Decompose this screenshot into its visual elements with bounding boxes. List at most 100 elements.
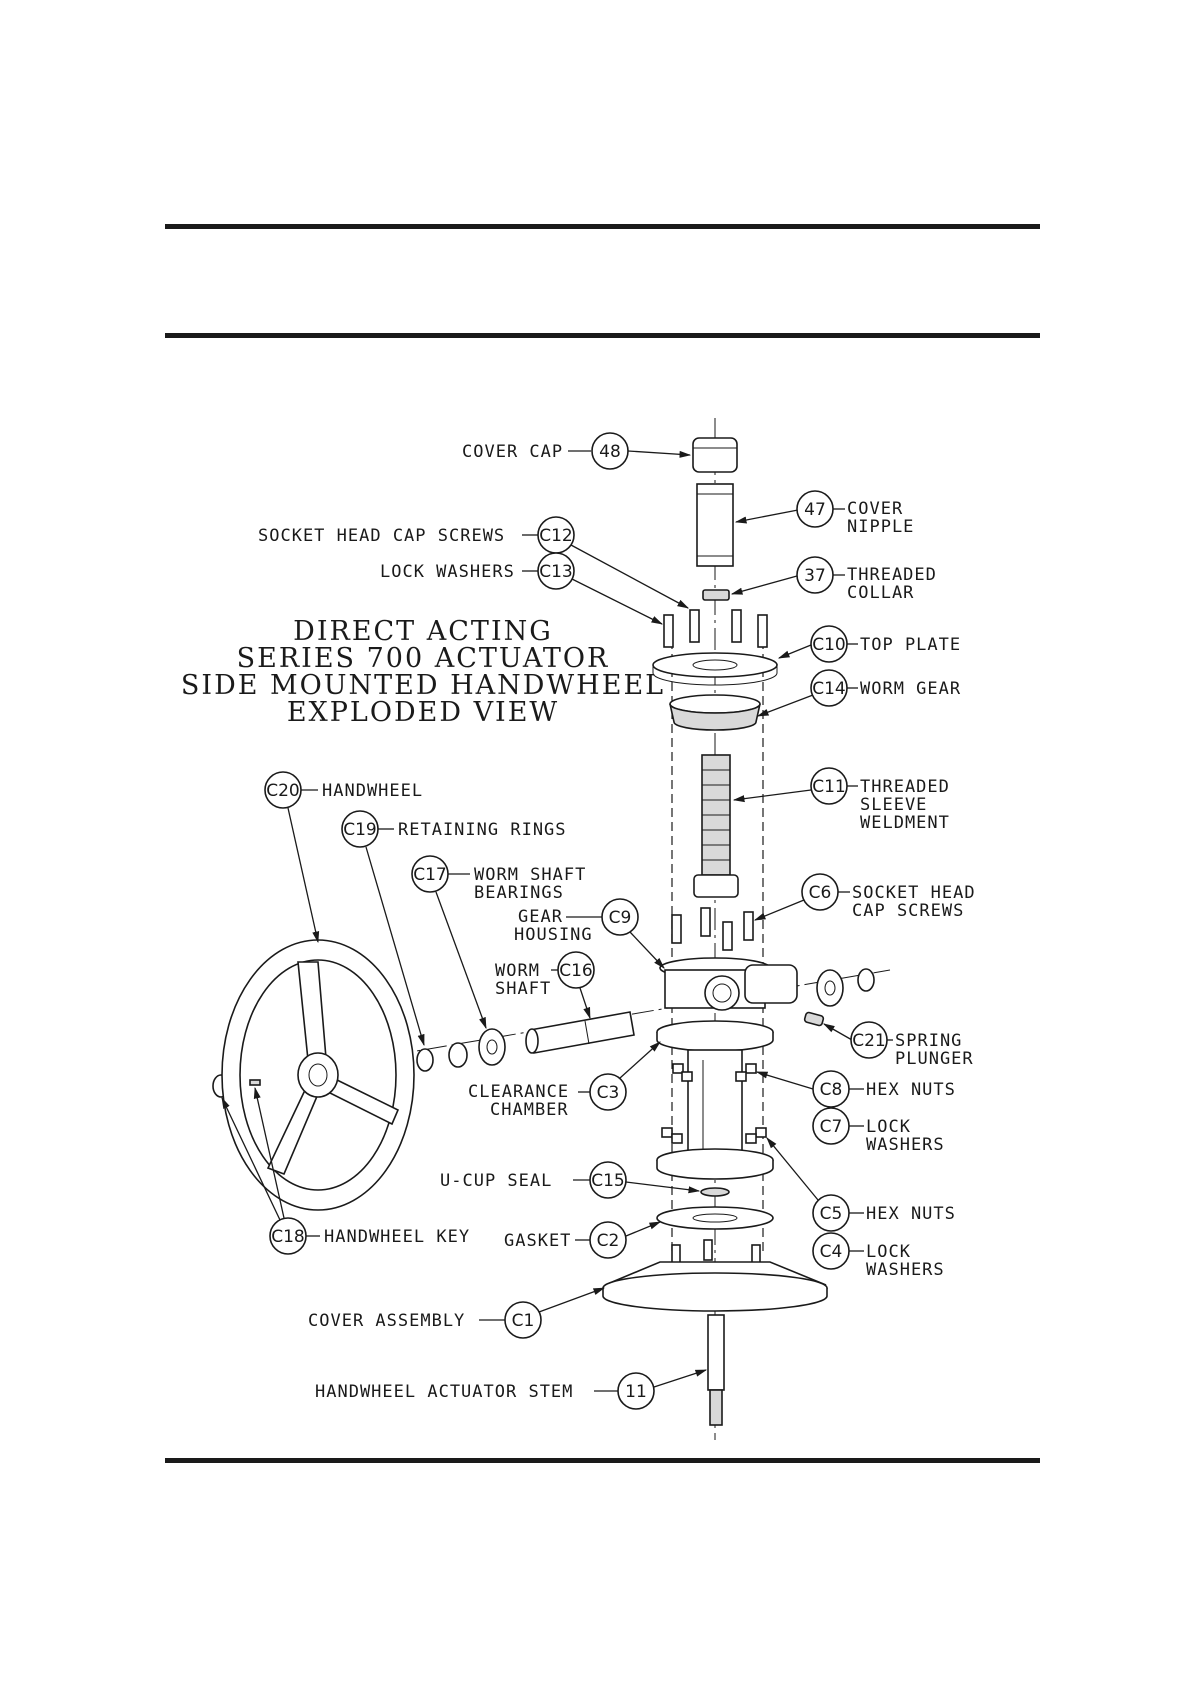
top-rule <box>165 224 1040 229</box>
svg-text:C1: C1 <box>512 1311 535 1331</box>
callout-47: 47 COVER NIPPLE <box>734 490 914 537</box>
svg-text:WORM GEAR: WORM GEAR <box>860 679 961 699</box>
clearance-chamber-part <box>656 1020 774 1180</box>
gear-housing-screws-part <box>671 907 754 951</box>
svg-text:COVER ASSEMBLY: COVER ASSEMBLY <box>308 1311 465 1331</box>
svg-text:C5: C5 <box>820 1204 843 1224</box>
svg-text:WORM: WORM <box>495 961 540 981</box>
callout-c7: C7 LOCK WASHERS <box>812 1107 945 1155</box>
hex-nuts-c5-part <box>661 1127 767 1144</box>
gear-housing-part <box>659 957 798 1011</box>
svg-text:SPRING: SPRING <box>895 1031 962 1051</box>
svg-text:C13: C13 <box>539 562 573 582</box>
handwheel-part <box>221 939 415 1211</box>
callout-37: 37 THREADED COLLAR <box>730 556 937 603</box>
svg-text:C12: C12 <box>539 526 573 546</box>
svg-text:HEX NUTS: HEX NUTS <box>866 1204 956 1224</box>
worm-shaft-bearing-left <box>478 1028 506 1066</box>
title-line-2: SERIES 700 ACTUATOR <box>237 643 610 674</box>
callout-48: COVER CAP 48 <box>462 432 692 470</box>
cover-nipple-part <box>696 483 734 567</box>
worm-gear-part <box>669 694 761 731</box>
svg-text:LOCK: LOCK <box>866 1117 911 1137</box>
callout-c18: C18 HANDWHEEL KEY <box>221 1086 470 1255</box>
svg-text:WORM SHAFT: WORM SHAFT <box>474 865 586 885</box>
callout-c2: GASKET C2 <box>504 1221 662 1259</box>
svg-text:C10: C10 <box>812 635 846 655</box>
callout-11: HANDWHEEL ACTUATOR STEM 11 <box>315 1369 708 1410</box>
callout-c21: C21 SPRING PLUNGER <box>822 1021 974 1069</box>
callout-c5: C5 HEX NUTS <box>766 1137 956 1232</box>
header-rule <box>165 333 1040 338</box>
svg-text:COVER: COVER <box>847 499 903 519</box>
svg-text:C18: C18 <box>271 1227 305 1247</box>
svg-text:WASHERS: WASHERS <box>866 1260 945 1280</box>
callout-c15: U-CUP SEAL C15 <box>440 1161 701 1199</box>
top-plate-part <box>652 652 778 686</box>
title-line-3: SIDE MOUNTED HANDWHEEL <box>181 670 665 701</box>
worm-shaft-bearing-right <box>816 969 844 1007</box>
gasket-part <box>656 1206 774 1230</box>
svg-text:C17: C17 <box>413 865 447 885</box>
svg-text:NIPPLE: NIPPLE <box>847 517 914 537</box>
svg-text:SHAFT: SHAFT <box>495 979 551 999</box>
svg-text:C16: C16 <box>559 961 593 981</box>
callout-c12: SOCKET HEAD CAP SCREWS C12 <box>258 516 690 609</box>
cover-assembly-part <box>602 1239 828 1312</box>
svg-text:47: 47 <box>804 500 826 520</box>
svg-text:C19: C19 <box>343 820 377 840</box>
callout-c17: C17 WORM SHAFT BEARINGS <box>411 855 586 1030</box>
u-cup-seal-part <box>700 1187 730 1197</box>
svg-text:C8: C8 <box>820 1080 843 1100</box>
svg-text:C21: C21 <box>852 1031 886 1051</box>
svg-text:CLEARANCE: CLEARANCE <box>468 1082 569 1102</box>
svg-text:SLEEVE: SLEEVE <box>860 795 927 815</box>
svg-text:SOCKET HEAD CAP SCREWS: SOCKET HEAD CAP SCREWS <box>258 526 505 546</box>
svg-text:CHAMBER: CHAMBER <box>490 1100 569 1120</box>
svg-text:U-CUP SEAL: U-CUP SEAL <box>440 1171 552 1191</box>
svg-text:C2: C2 <box>597 1231 620 1251</box>
svg-text:HOUSING: HOUSING <box>514 925 593 945</box>
callout-c9: GEAR HOUSING C9 <box>514 898 665 969</box>
threaded-collar-part <box>702 589 730 601</box>
svg-text:HANDWHEEL: HANDWHEEL <box>322 781 423 801</box>
svg-text:COLLAR: COLLAR <box>847 583 914 603</box>
svg-text:37: 37 <box>804 566 826 586</box>
svg-text:THREADED: THREADED <box>847 565 937 585</box>
svg-text:C6: C6 <box>809 883 832 903</box>
callout-c19: C19 RETAINING RINGS <box>341 810 566 1047</box>
title-line-4: EXPLODED VIEW <box>287 697 559 728</box>
title-line-1: DIRECT ACTING <box>293 616 553 647</box>
callout-c13: LOCK WASHERS C13 <box>380 552 664 625</box>
svg-text:SOCKET HEAD: SOCKET HEAD <box>852 883 976 903</box>
svg-text:LOCK WASHERS: LOCK WASHERS <box>380 562 515 582</box>
svg-text:C4: C4 <box>820 1242 843 1262</box>
svg-text:TOP PLATE: TOP PLATE <box>860 635 961 655</box>
svg-text:HANDWHEEL KEY: HANDWHEEL KEY <box>324 1227 470 1247</box>
svg-text:C20: C20 <box>266 781 300 801</box>
callout-c11: C11 THREADED SLEEVE WELDMENT <box>732 767 950 833</box>
diagram-title: DIRECT ACTING SERIES 700 ACTUATOR SIDE M… <box>181 616 665 728</box>
callout-c14: C14 WORM GEAR <box>756 669 961 717</box>
actuator-stem-part <box>707 1314 725 1426</box>
svg-text:LOCK: LOCK <box>866 1242 911 1262</box>
svg-text:COVER CAP: COVER CAP <box>462 442 563 462</box>
cover-cap-part <box>692 437 738 473</box>
svg-text:GASKET: GASKET <box>504 1231 571 1251</box>
svg-text:HEX NUTS: HEX NUTS <box>866 1080 956 1100</box>
hex-nuts-c8-part <box>672 1063 757 1082</box>
svg-text:PLUNGER: PLUNGER <box>895 1049 974 1069</box>
top-cap-screws-part <box>663 609 768 648</box>
svg-text:WASHERS: WASHERS <box>866 1135 945 1155</box>
svg-text:C7: C7 <box>820 1117 843 1137</box>
svg-text:11: 11 <box>625 1382 647 1402</box>
callout-c16: WORM SHAFT C16 <box>495 951 595 1020</box>
svg-text:HANDWHEEL ACTUATOR STEM: HANDWHEEL ACTUATOR STEM <box>315 1382 573 1402</box>
callout-c4: C4 LOCK WASHERS <box>812 1232 945 1280</box>
spring-plunger-part <box>803 1011 825 1027</box>
svg-text:BEARINGS: BEARINGS <box>474 883 564 903</box>
svg-text:48: 48 <box>599 442 621 462</box>
svg-text:C14: C14 <box>812 679 846 699</box>
svg-text:THREADED: THREADED <box>860 777 950 797</box>
